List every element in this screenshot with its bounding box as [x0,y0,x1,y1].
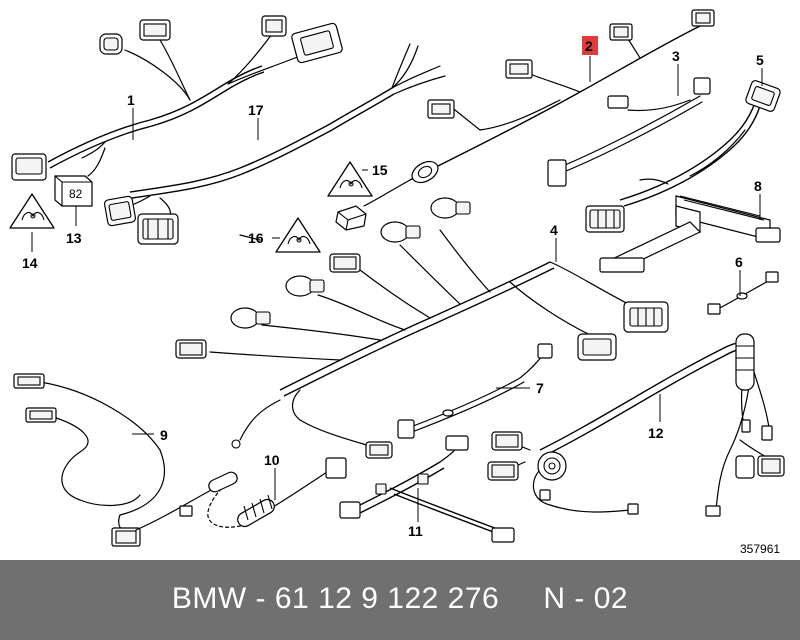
part-13-relay: 82 [54,175,93,207]
part-2-connector-mid [505,59,533,79]
part-17-wiring-harness [103,43,446,245]
callout-10: 10 [264,452,280,468]
callout-11: 11 [408,523,423,539]
callout-13: 13 [66,230,82,246]
part-9-connector-top [13,373,45,389]
part-8-ribbon-cable [599,195,781,273]
part-11-ribbon-harness [339,435,515,543]
part-9-connector-middle [25,407,57,423]
callout-12: 12 [648,425,664,441]
part-12-wiring-harness [487,333,785,517]
part-2-connector-top-right [691,9,715,27]
part-12-connector-left-bottom [487,461,519,481]
part-17-connector-left [103,195,137,227]
part-4-sensor-2 [380,221,421,243]
part-10-cable [135,457,347,531]
part-4-main-harness [175,197,669,459]
part-1-connector-right-top [261,15,287,37]
callout-9: 9 [160,427,168,443]
part-1-connector-small-top [99,33,123,55]
part-4-connector-left [175,339,207,359]
part-1-wiring-harness [11,15,343,181]
part-number-text: BMW - 61 12 9 122 276 N - 02 [171,582,629,615]
part-4-connector-bottom [365,441,393,459]
callout-15: 15 [372,162,388,178]
part-9-connector-bottom [111,527,141,547]
part-5-connector-left [585,205,625,233]
part-12-connector-right [757,455,785,477]
callout-16: 16 [248,230,264,246]
callout-17: 17 [248,102,264,118]
callout-14: 14 [22,255,38,271]
part-2-wiring-harness [363,9,715,207]
callout-5: 5 [756,52,764,68]
part-1-connector-left [11,153,47,181]
relay-marking: 82 [69,187,83,201]
part-4-connector-lower [577,333,617,361]
part-17-connector-right [137,213,179,245]
callout-labels: 1 2 3 4 5 6 7 8 9 10 11 12 13 14 15 16 1… [22,36,764,539]
callout-2: 2 [585,38,593,54]
part-4-sensor-4 [230,307,271,329]
part-15-warning-label [327,161,373,197]
part-12-connector-right-upper [735,455,755,479]
callout-1: 1 [127,92,135,108]
part-number-footer: BMW - 61 12 9 122 276 N - 02 [0,560,800,640]
callout-3: 3 [672,48,680,64]
callout-leaders [31,56,763,522]
part-16-warning-label [275,217,321,253]
callout-2-highlight [582,36,598,55]
reference-number: 357961 [740,542,780,556]
part-4-connector-mid [329,253,361,273]
part-4-sensor-3 [285,275,325,297]
part-12-sleeve [735,333,755,391]
part-9-cable [13,373,165,547]
callout-6: 6 [735,254,743,270]
callout-7: 7 [536,380,544,396]
part-2-connector-top [609,23,633,41]
part-1-connector-right-large [291,22,343,64]
part-4-sensor-1 [430,197,471,219]
part-12-connector-left-top [491,431,523,451]
callout-8: 8 [754,178,762,194]
callout-4: 4 [550,222,558,238]
part-5-wiring-harness [585,80,781,233]
part-4-connector-end [623,301,669,333]
wiring-harness-diagram: 82 [9,9,785,556]
part-14-warning-label [9,193,55,229]
part-6-cable [707,271,779,315]
part-5-connector-top [745,80,781,112]
grommet-block [335,205,367,231]
part-12-grommet [537,451,567,481]
part-3-wiring-harness [547,77,711,187]
part-2-connector-left [427,99,455,119]
part-7-cable [397,343,553,439]
part-1-connector-top [139,19,171,41]
